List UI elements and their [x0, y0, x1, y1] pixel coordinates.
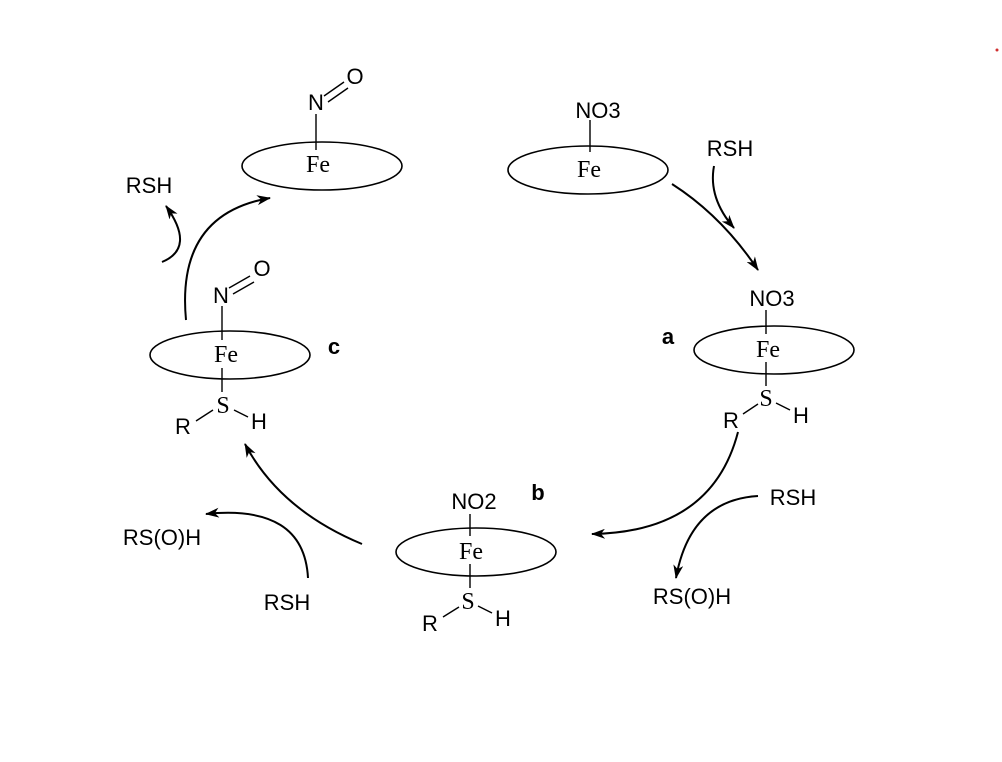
complex-top-left: Fe N O [241, 64, 403, 191]
porphyrin-ellipse [693, 325, 855, 375]
complex-top-right: Fe NO3 [507, 98, 669, 195]
porphyrin-ellipse [395, 527, 557, 577]
n-o-bond-1 [323, 81, 345, 97]
arrow-c-to-top-left [184, 195, 271, 321]
arrow-rsh-to-rsoh-right [673, 495, 759, 579]
nitrite-label: NO2 [451, 489, 496, 514]
product-rsh-top-left: RSH [126, 173, 172, 198]
oxygen-label: O [346, 64, 363, 89]
n-o-bond-2 [327, 87, 349, 103]
sulfur-label: S [759, 386, 772, 412]
sulfur-label: S [461, 589, 474, 615]
porphyrin-ellipse [507, 145, 669, 195]
metal-label: Fe [214, 342, 238, 368]
arrow-a-to-b [591, 431, 739, 539]
s-h-bond [775, 402, 791, 411]
n-o-bond-2 [232, 281, 255, 295]
nitrogen-label: N [308, 90, 324, 115]
r-group-label: R [422, 611, 438, 636]
nitrate-label: NO3 [749, 286, 794, 311]
product-rsoh-left: RS(O)H [123, 525, 201, 550]
r-group-label: R [175, 414, 191, 439]
oxygen-label: O [253, 256, 270, 281]
arrow-rsh-in-top-right [711, 165, 735, 229]
s-h-bond [233, 409, 249, 418]
metal-label: Fe [306, 152, 330, 178]
s-r-bond [742, 403, 759, 415]
s-r-bond [442, 606, 460, 618]
intermediate-label-a: a [662, 324, 675, 349]
hydrogen-label: H [793, 403, 809, 428]
n-o-bond-1 [228, 275, 251, 289]
stray-dot [995, 48, 999, 52]
metal-label: Fe [577, 157, 601, 183]
reagent-rsh-right: RSH [770, 485, 816, 510]
nitrogen-label: N [213, 283, 229, 308]
complex-c: Fe N O S R H [149, 256, 311, 439]
hydrogen-label: H [495, 606, 511, 631]
arrow-rsh-to-rsoh-left [205, 507, 309, 579]
metal-label: Fe [756, 337, 780, 363]
porphyrin-ellipse [241, 141, 403, 191]
product-rsoh-right: RS(O)H [653, 584, 731, 609]
hydrogen-label: H [251, 409, 267, 434]
intermediate-label-c: c [328, 334, 340, 359]
arrow-top-right-to-a [671, 183, 759, 271]
arrow-rsh-out-top-left [161, 205, 182, 263]
reagent-rsh-bottom-left: RSH [264, 590, 310, 615]
reagent-rsh-top-right: RSH [707, 136, 753, 161]
complex-a: Fe NO3 S R H [693, 286, 855, 433]
s-h-bond [477, 605, 493, 614]
arrow-b-to-c [244, 443, 363, 545]
intermediate-label-b: b [531, 480, 544, 505]
complex-b: Fe NO2 S R H [395, 489, 557, 636]
nitrate-label: NO3 [575, 98, 620, 123]
sulfur-label: S [216, 393, 229, 419]
metal-label: Fe [459, 539, 483, 565]
s-r-bond [195, 409, 214, 422]
porphyrin-ellipse [149, 330, 311, 380]
r-group-label: R [723, 408, 739, 433]
